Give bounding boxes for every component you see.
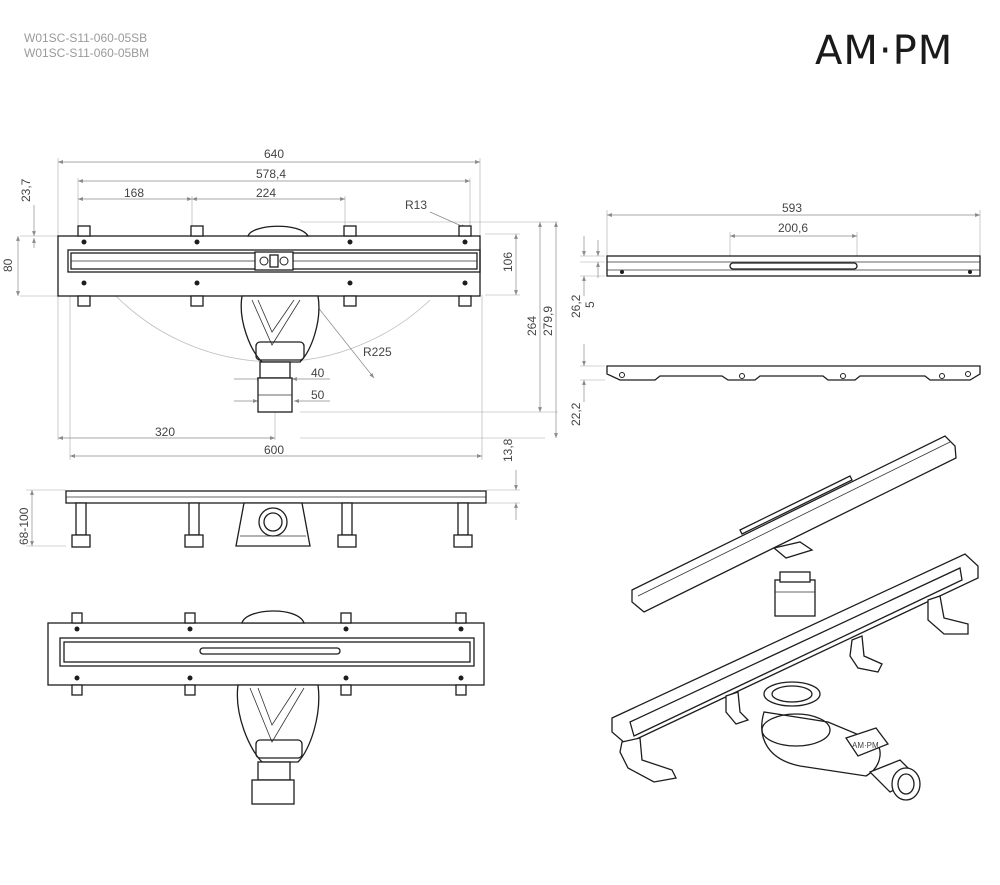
dim-600: 600 <box>264 443 284 457</box>
dim-r225: R225 <box>363 345 392 359</box>
dim-r13: R13 <box>405 198 427 212</box>
dim-5: 5 <box>583 301 597 308</box>
dim-320: 320 <box>155 425 175 439</box>
mounting-feet <box>77 225 472 307</box>
iso-outlet <box>891 767 921 801</box>
dim-224: 224 <box>256 186 276 200</box>
dim-264: 264 <box>525 316 539 336</box>
top-view: 640 578,4 168 224 R13 23,7 80 106 264 27… <box>1 147 558 460</box>
trap-outlet <box>259 361 291 379</box>
dim-68-100: 68-100 <box>17 507 31 545</box>
dim-168: 168 <box>124 186 144 200</box>
dim-80: 80 <box>1 258 15 272</box>
iso-channel <box>611 553 979 745</box>
dim-200-6: 200,6 <box>778 221 808 235</box>
grate-clip <box>254 251 294 271</box>
model-codes: W01SC-S11-060-05SB W01SC-S11-060-05BM <box>24 31 149 61</box>
iso-badge-text: AM·PM <box>852 741 879 750</box>
side-view: 13,8 68-100 <box>17 438 520 548</box>
dim-593: 593 <box>782 201 802 215</box>
trap-body <box>240 295 320 363</box>
dim-640: 640 <box>264 147 284 161</box>
grate-side <box>606 365 981 381</box>
dim-23-7: 23,7 <box>19 178 33 202</box>
dim-578-4: 578,4 <box>256 167 286 181</box>
model-code: W01SC-S11-060-05SB <box>24 31 148 45</box>
top-view-with-grate <box>47 610 485 805</box>
brand-logo: AM·PM <box>815 28 954 74</box>
dim-40: 40 <box>311 366 325 380</box>
isometric-view: AM·PM <box>611 435 979 801</box>
grate-views: 593 200,6 26,2 5 <box>569 201 981 426</box>
dim-22-2: 22,2 <box>569 402 583 426</box>
dim-13-8: 13,8 <box>501 438 515 462</box>
dim-106: 106 <box>501 252 515 272</box>
dim-50: 50 <box>311 388 325 402</box>
dim-26-2: 26,2 <box>569 294 583 318</box>
grate-top <box>606 255 981 277</box>
model-code: W01SC-S11-060-05BM <box>24 46 150 60</box>
dim-279-9: 279,9 <box>541 306 555 336</box>
